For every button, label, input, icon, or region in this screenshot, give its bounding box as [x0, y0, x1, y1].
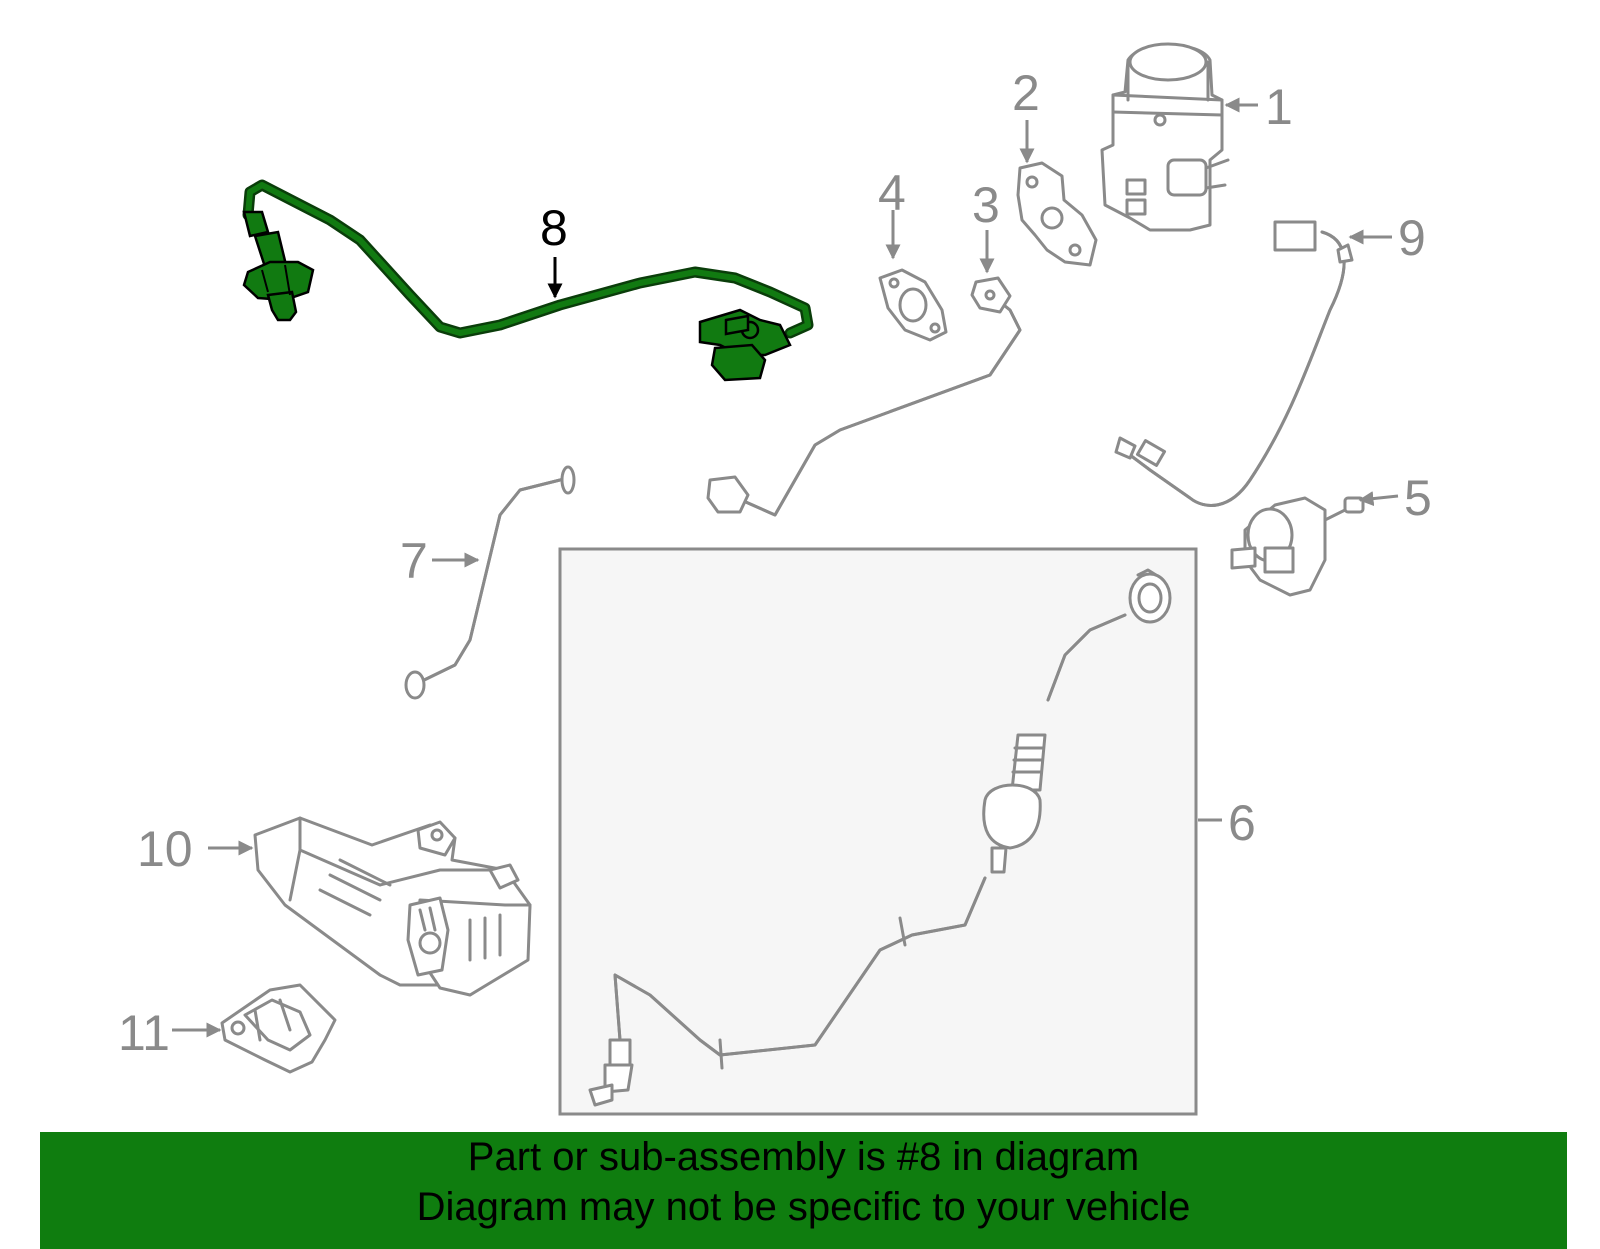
callout-4: 4 [878, 165, 906, 221]
part-5-solenoid[interactable] [1230, 496, 1365, 597]
callout-10: 10 [137, 821, 193, 877]
callout-11: 11 [118, 1005, 170, 1061]
banner-line-1: Part or sub-assembly is #8 in diagram [467, 1135, 1140, 1179]
part-3-egr-pipe[interactable] [706, 276, 1022, 517]
leader-lines [172, 97, 1399, 1038]
part-10-charcoal-canister[interactable] [253, 816, 532, 997]
kit-box-6 [558, 547, 1198, 1116]
callout-8: 8 [540, 200, 568, 256]
callout-2: 2 [1012, 65, 1040, 121]
callout-7: 7 [400, 533, 428, 589]
part-1-egr-valve[interactable] [1100, 42, 1230, 232]
info-banner: Part or sub-assembly is #8 in diagram Di… [40, 1132, 1567, 1249]
callout-3: 3 [972, 177, 1000, 233]
part-4-gasket[interactable] [878, 268, 948, 342]
part-7-hose[interactable] [404, 465, 576, 700]
part-9-sensor-wire[interactable] [1114, 220, 1354, 507]
part-8-oxygen-sensor[interactable] [242, 179, 814, 382]
part-6-hose-assembly[interactable] [588, 568, 1172, 1107]
callout-9: 9 [1398, 210, 1426, 266]
callout-5: 5 [1404, 470, 1432, 526]
part-2-gasket[interactable] [1016, 161, 1098, 267]
part-11-bracket[interactable] [220, 983, 337, 1074]
callout-6: 6 [1228, 795, 1256, 851]
callout-1: 1 [1265, 79, 1293, 135]
banner-line-2: Diagram may not be specific to your vehi… [416, 1185, 1191, 1229]
